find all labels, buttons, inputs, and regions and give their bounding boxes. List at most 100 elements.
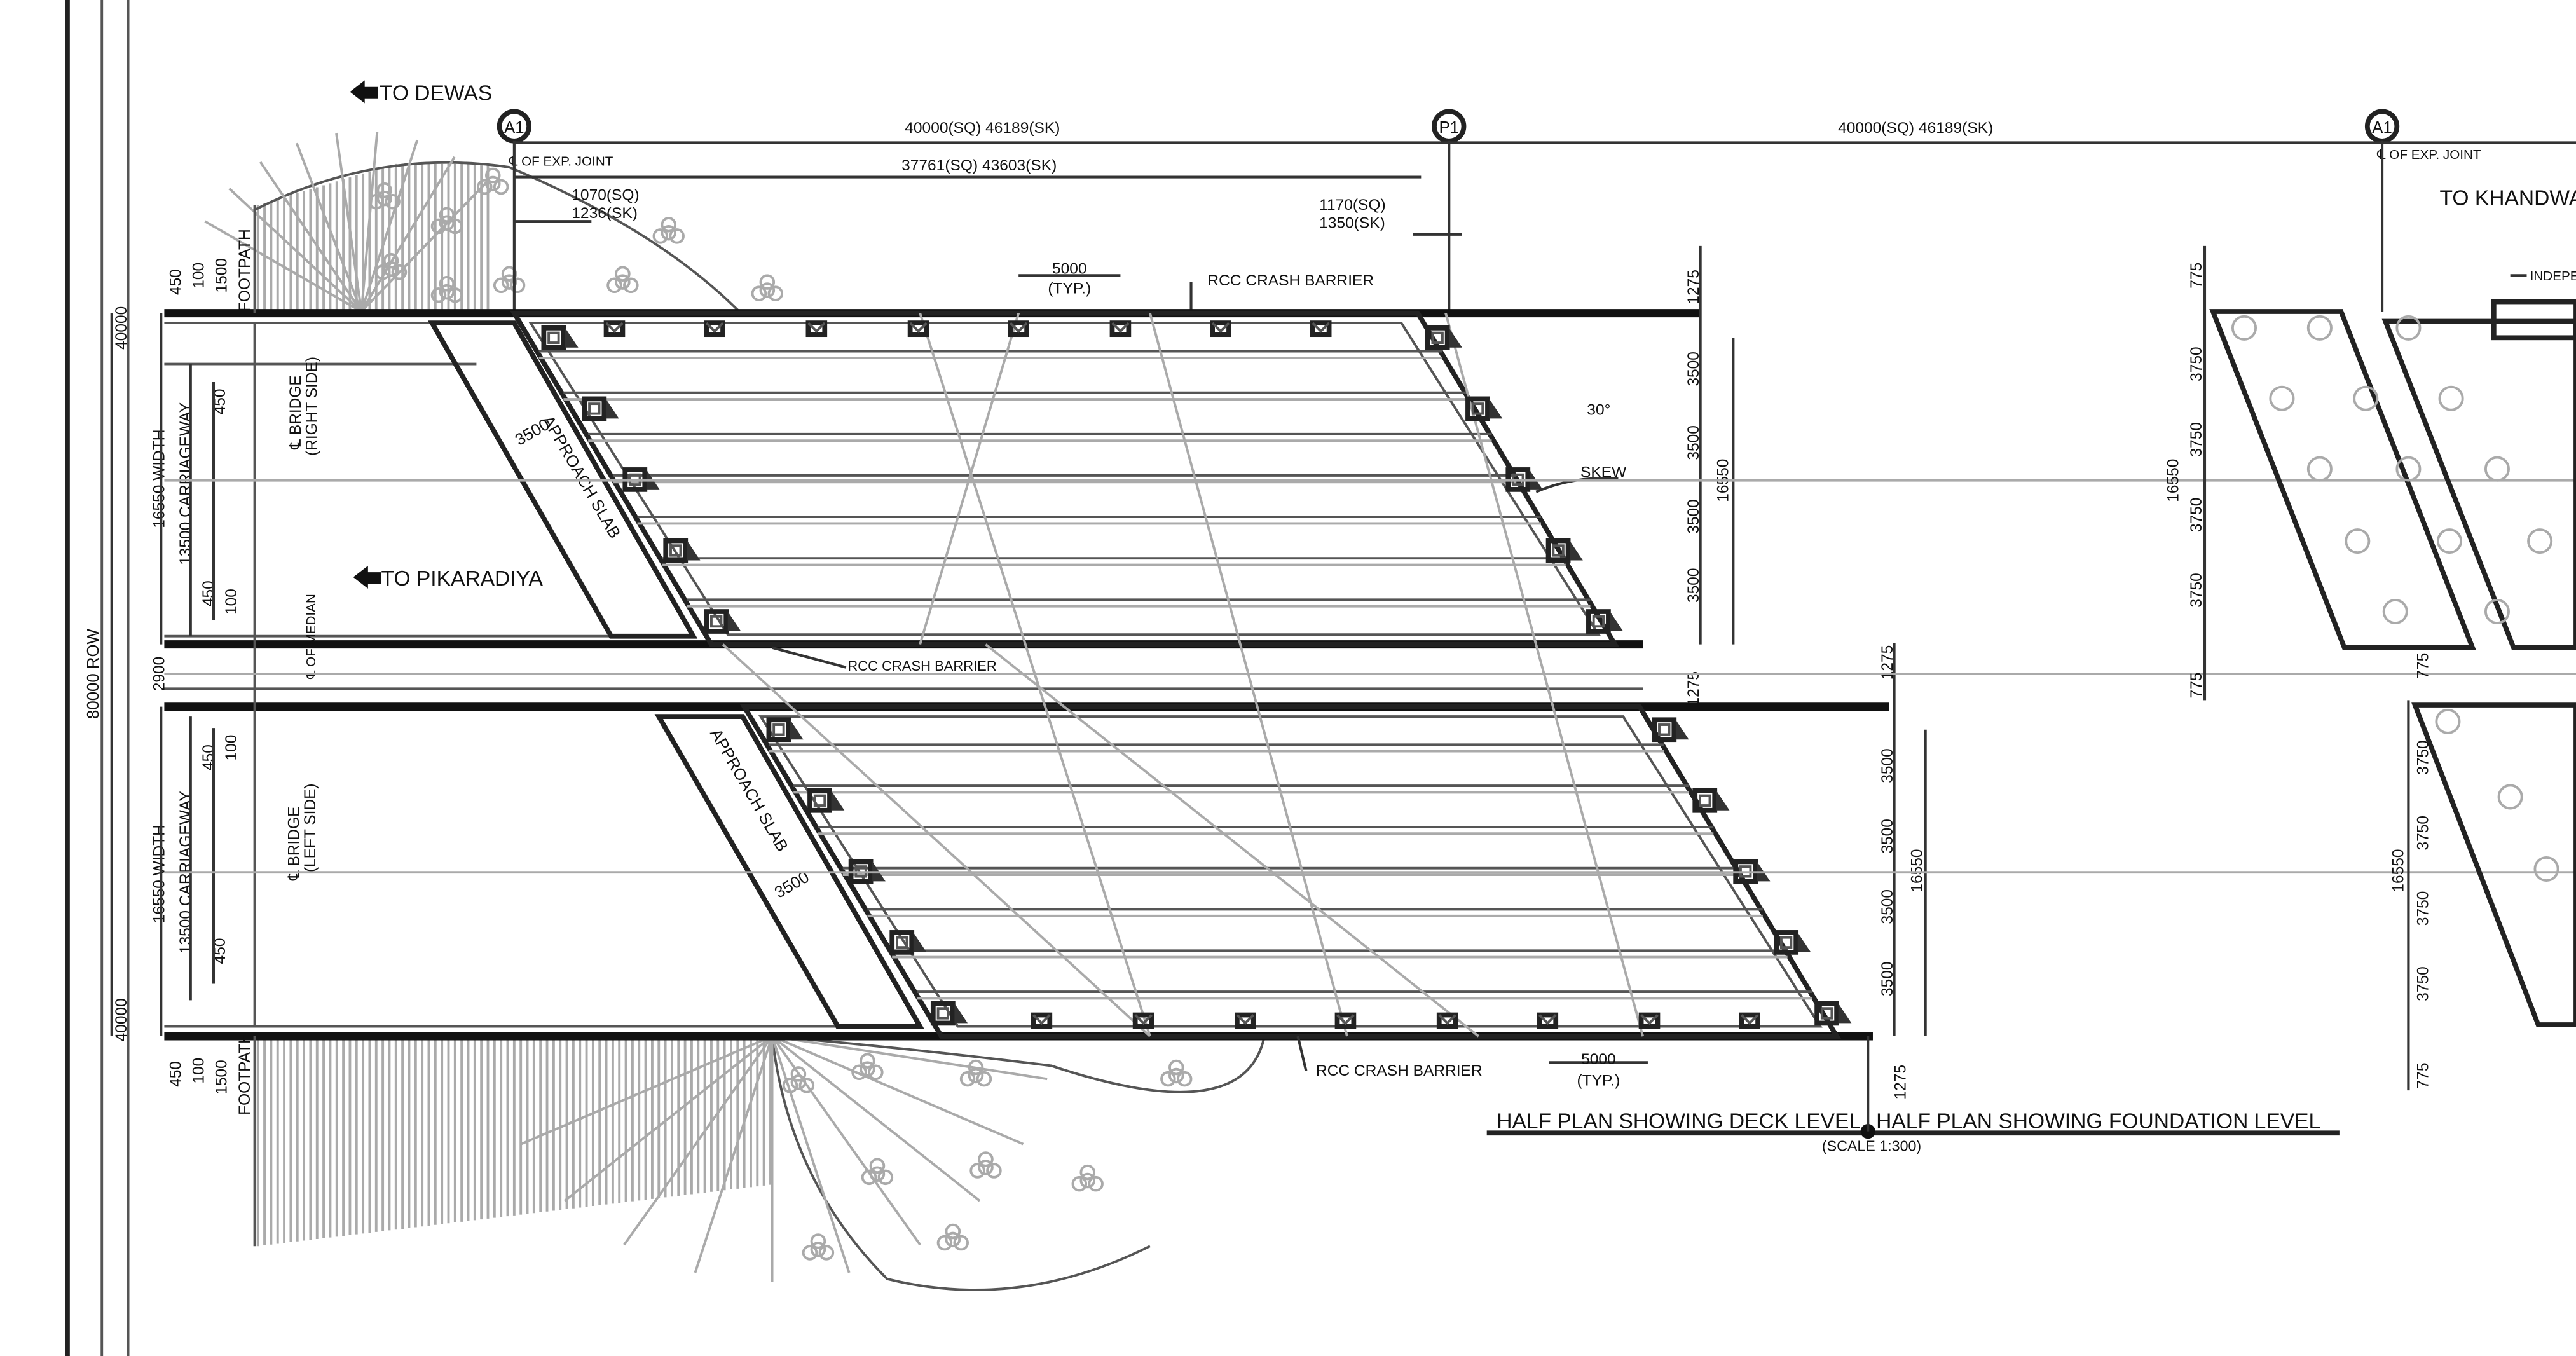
left-dim-top: 1500 <box>214 258 231 292</box>
lane-dim-1275-lower: 1275 <box>1685 671 1702 706</box>
deck-grid-line <box>919 313 1020 645</box>
approach-slab-bottom <box>654 714 924 1029</box>
tree-symbol <box>368 182 401 210</box>
crash-barrier-median: RCC CRASH BARRIER <box>847 658 996 674</box>
left-dim-width-top: 16550 WIDTH <box>151 430 168 528</box>
barrier-post <box>1132 1012 1154 1029</box>
exp-joint-label-left: ℄ OF EXP. JOINT <box>509 154 613 169</box>
independent-label: INDEPEN <box>2530 269 2576 284</box>
barrier-post <box>1008 320 1029 338</box>
deck-inner <box>758 715 1823 1028</box>
found-dim-3750: 3750 <box>2188 498 2205 532</box>
found-dim-775: 775 <box>2415 653 2432 679</box>
pile <box>2306 315 2333 341</box>
deck-inner <box>528 322 1601 636</box>
typ-spacing-bottom: 5000 <box>1581 1051 1616 1068</box>
deck-bottom <box>739 704 1841 1039</box>
found-dim-775: 775 <box>2188 673 2205 699</box>
lane-dim-3500: 3500 <box>1879 819 1896 853</box>
barrier-post <box>603 320 626 338</box>
skew-angle: 30° <box>1587 402 1610 419</box>
left-dim-100: 100 <box>223 589 240 615</box>
bearing <box>807 788 845 813</box>
cl-bridge-right-2: (RIGHT SIDE) <box>304 357 321 456</box>
barrier-post <box>1436 1012 1458 1029</box>
barrier-post <box>907 320 929 338</box>
cl-bridge-left-2: (LEFT SIDE) <box>302 783 319 872</box>
pile <box>2353 385 2379 411</box>
tree-symbol <box>751 274 784 301</box>
left-dim-40000-bottom: 40000 <box>113 998 130 1041</box>
tree-symbol <box>430 275 463 303</box>
tree-symbol <box>430 207 463 235</box>
skew-label: SKEW <box>1580 464 1627 481</box>
pile <box>2484 456 2510 482</box>
tree-symbol <box>1071 1164 1104 1192</box>
pile <box>2527 528 2553 554</box>
left-dim-bottom: 100 <box>190 1058 207 1084</box>
left-offset-sq: 1070(SQ) <box>572 187 639 204</box>
lane-dim-3500: 3500 <box>1879 748 1896 783</box>
bearing <box>1814 1001 1852 1026</box>
center-lines <box>164 479 2576 874</box>
tree-symbol <box>851 1053 884 1081</box>
tree-symbol <box>493 266 526 294</box>
bearing <box>1692 788 1730 813</box>
barrier-post <box>1537 1012 1559 1029</box>
drawing-titles: HALF PLAN SHOWING DECK LEVEL HALF PLAN S… <box>1486 1036 2340 1154</box>
pile <box>2438 385 2464 411</box>
lane-dim-3500: 3500 <box>1685 568 1702 603</box>
independent-box <box>2491 299 2576 341</box>
top-dimension-lines <box>512 140 2576 312</box>
barrier-post <box>1235 1012 1256 1029</box>
bearings <box>541 325 1852 1026</box>
left-dim-bottom: 1500 <box>214 1060 231 1094</box>
svg-text:A1: A1 <box>2372 119 2392 137</box>
sheet-border <box>65 0 130 1356</box>
title-deck-level: HALF PLAN SHOWING DECK LEVEL <box>1497 1110 1861 1133</box>
barrier-post <box>1334 1012 1357 1029</box>
trees <box>368 167 1193 1261</box>
to-pikaradiya-label: TO PIKARADIYA <box>381 567 544 591</box>
cl-median-label: ℄ OF MEDIAN <box>304 594 319 680</box>
pile <box>2395 315 2422 341</box>
typ-note-top: (TYP.) <box>1048 280 1091 298</box>
lane-dim-3500: 3500 <box>1685 499 1702 533</box>
found-dim-16550: 16550 <box>2165 459 2182 502</box>
tree-symbol <box>606 266 639 294</box>
grid-marker-p1: P1 <box>1432 109 1467 144</box>
found-dim-3750: 3750 <box>2415 740 2432 774</box>
found-dim-3750: 3750 <box>2188 346 2205 381</box>
left-dim-top: 450 <box>167 269 184 295</box>
pile <box>2306 456 2333 482</box>
pile <box>2533 856 2559 882</box>
pile <box>2269 385 2295 411</box>
svg-text:P1: P1 <box>1439 119 1459 137</box>
barrier-post <box>1031 1012 1053 1029</box>
crash-barrier-bottom: RCC CRASH BARRIER <box>1316 1062 1483 1079</box>
right-offset-sq: 1170(SQ) <box>1319 196 1386 214</box>
tree-symbol <box>861 1158 894 1186</box>
left-dim-bottom: 450 <box>167 1061 184 1087</box>
pile <box>2436 528 2463 554</box>
exp-joint-label-right: ℄ OF EXP. JOINT <box>2376 147 2481 162</box>
found-dim-3750: 3750 <box>2415 891 2432 926</box>
deck-grid-line <box>985 643 1479 1038</box>
bearing <box>930 1001 968 1026</box>
barrier-post <box>1109 320 1132 338</box>
barrier-post <box>1310 320 1332 338</box>
left-dim-top: 100 <box>190 263 207 289</box>
found-dim-16550: 16550 <box>2390 849 2408 892</box>
bearing <box>541 325 579 350</box>
pile <box>2395 456 2422 482</box>
bearing <box>582 396 619 421</box>
pier-foundation-bottom <box>2411 702 2576 1027</box>
footpath-top: FOOTPATH <box>236 229 254 312</box>
bearing <box>1774 930 1811 955</box>
barrier-ticks <box>603 320 1760 1029</box>
arrow-to-dewas: TO DEWAS <box>350 80 492 105</box>
to-khandwa-label: TO KHANDWA <box>2440 186 2576 210</box>
